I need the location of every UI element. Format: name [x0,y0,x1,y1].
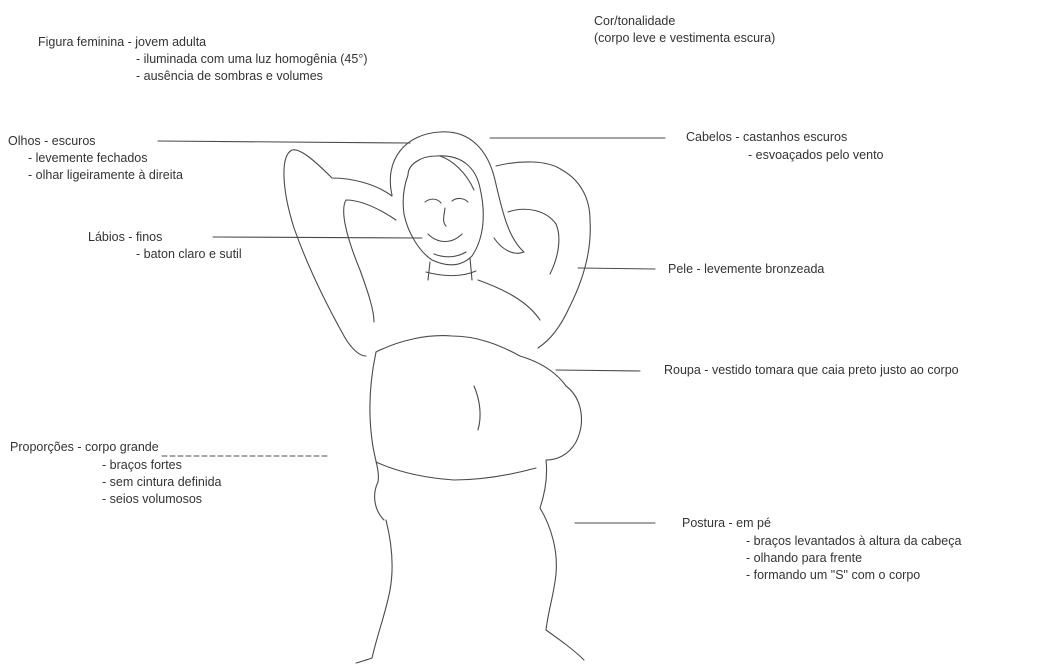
posture-title: Postura - em pé [682,516,771,531]
right-shoulder [478,280,540,320]
proportions-title: Proporções - corpo grande [10,440,159,455]
eyes-title: Olhos - escuros [8,134,96,149]
dress-fold [474,386,480,430]
hair-note-1: - esvoaçados pelo vento [748,148,884,163]
dress-top-edge [376,336,566,386]
figure-note-1: - iluminada com uma luz homogênia (45°) [136,52,368,67]
skin-leader-line [578,268,655,269]
lips-leader-line [213,237,422,238]
mouth [428,234,462,242]
eyes-note-1: - levemente fechados [28,151,148,166]
chin-line [434,252,466,257]
left-eye [425,199,441,203]
nose [444,208,446,226]
hair-strand [440,156,474,190]
hip-line [372,520,392,658]
dress-bust [546,386,581,460]
skin-title: Pele - levemente bronzeada [668,262,824,277]
head-and-hair [390,132,524,265]
left-upper-arm [284,150,392,356]
color-note: (corpo leve e vestimenta escura) [594,31,775,46]
dress-hem-right [546,630,584,660]
figure-note-2: - ausência de sombras e volumes [136,69,323,84]
neck [426,258,476,280]
right-eye [452,198,468,202]
right-upper-arm [496,162,590,348]
face-outline [403,156,483,265]
dress-left-side [370,352,384,520]
leader-lines [158,138,665,523]
dress-right-side [540,460,556,630]
clothes-title: Roupa - vestido tomara que caia preto ju… [664,363,959,378]
color-title: Cor/tonalidade [594,14,675,29]
proportions-note-3: - seios volumosos [102,492,202,507]
arms [284,150,590,356]
posture-note-1: - braços levantados à altura da cabeça [746,534,961,549]
lips-note-1: - baton claro e sutil [136,247,242,262]
hair-outline [390,132,524,253]
posture-note-3: - formando um "S" com o corpo [746,568,920,583]
proportions-note-1: - braços fortes [102,458,182,473]
left-arm-inner [344,200,396,322]
lips-title: Lábios - finos [88,230,162,245]
posture-note-2: - olhando para frente [746,551,862,566]
eyes-leader-line [158,141,410,143]
waist-fold [376,462,536,480]
figure-title: Figura feminina - jovem adulta [38,35,206,50]
clothes-leader-line [556,370,640,371]
proportions-note-2: - sem cintura definida [102,475,222,490]
dress [356,336,584,663]
dress-hem-left [356,658,372,663]
eyes-note-2: - olhar ligeiramente à direita [28,168,183,183]
hair-title: Cabelos - castanhos escuros [686,130,847,145]
